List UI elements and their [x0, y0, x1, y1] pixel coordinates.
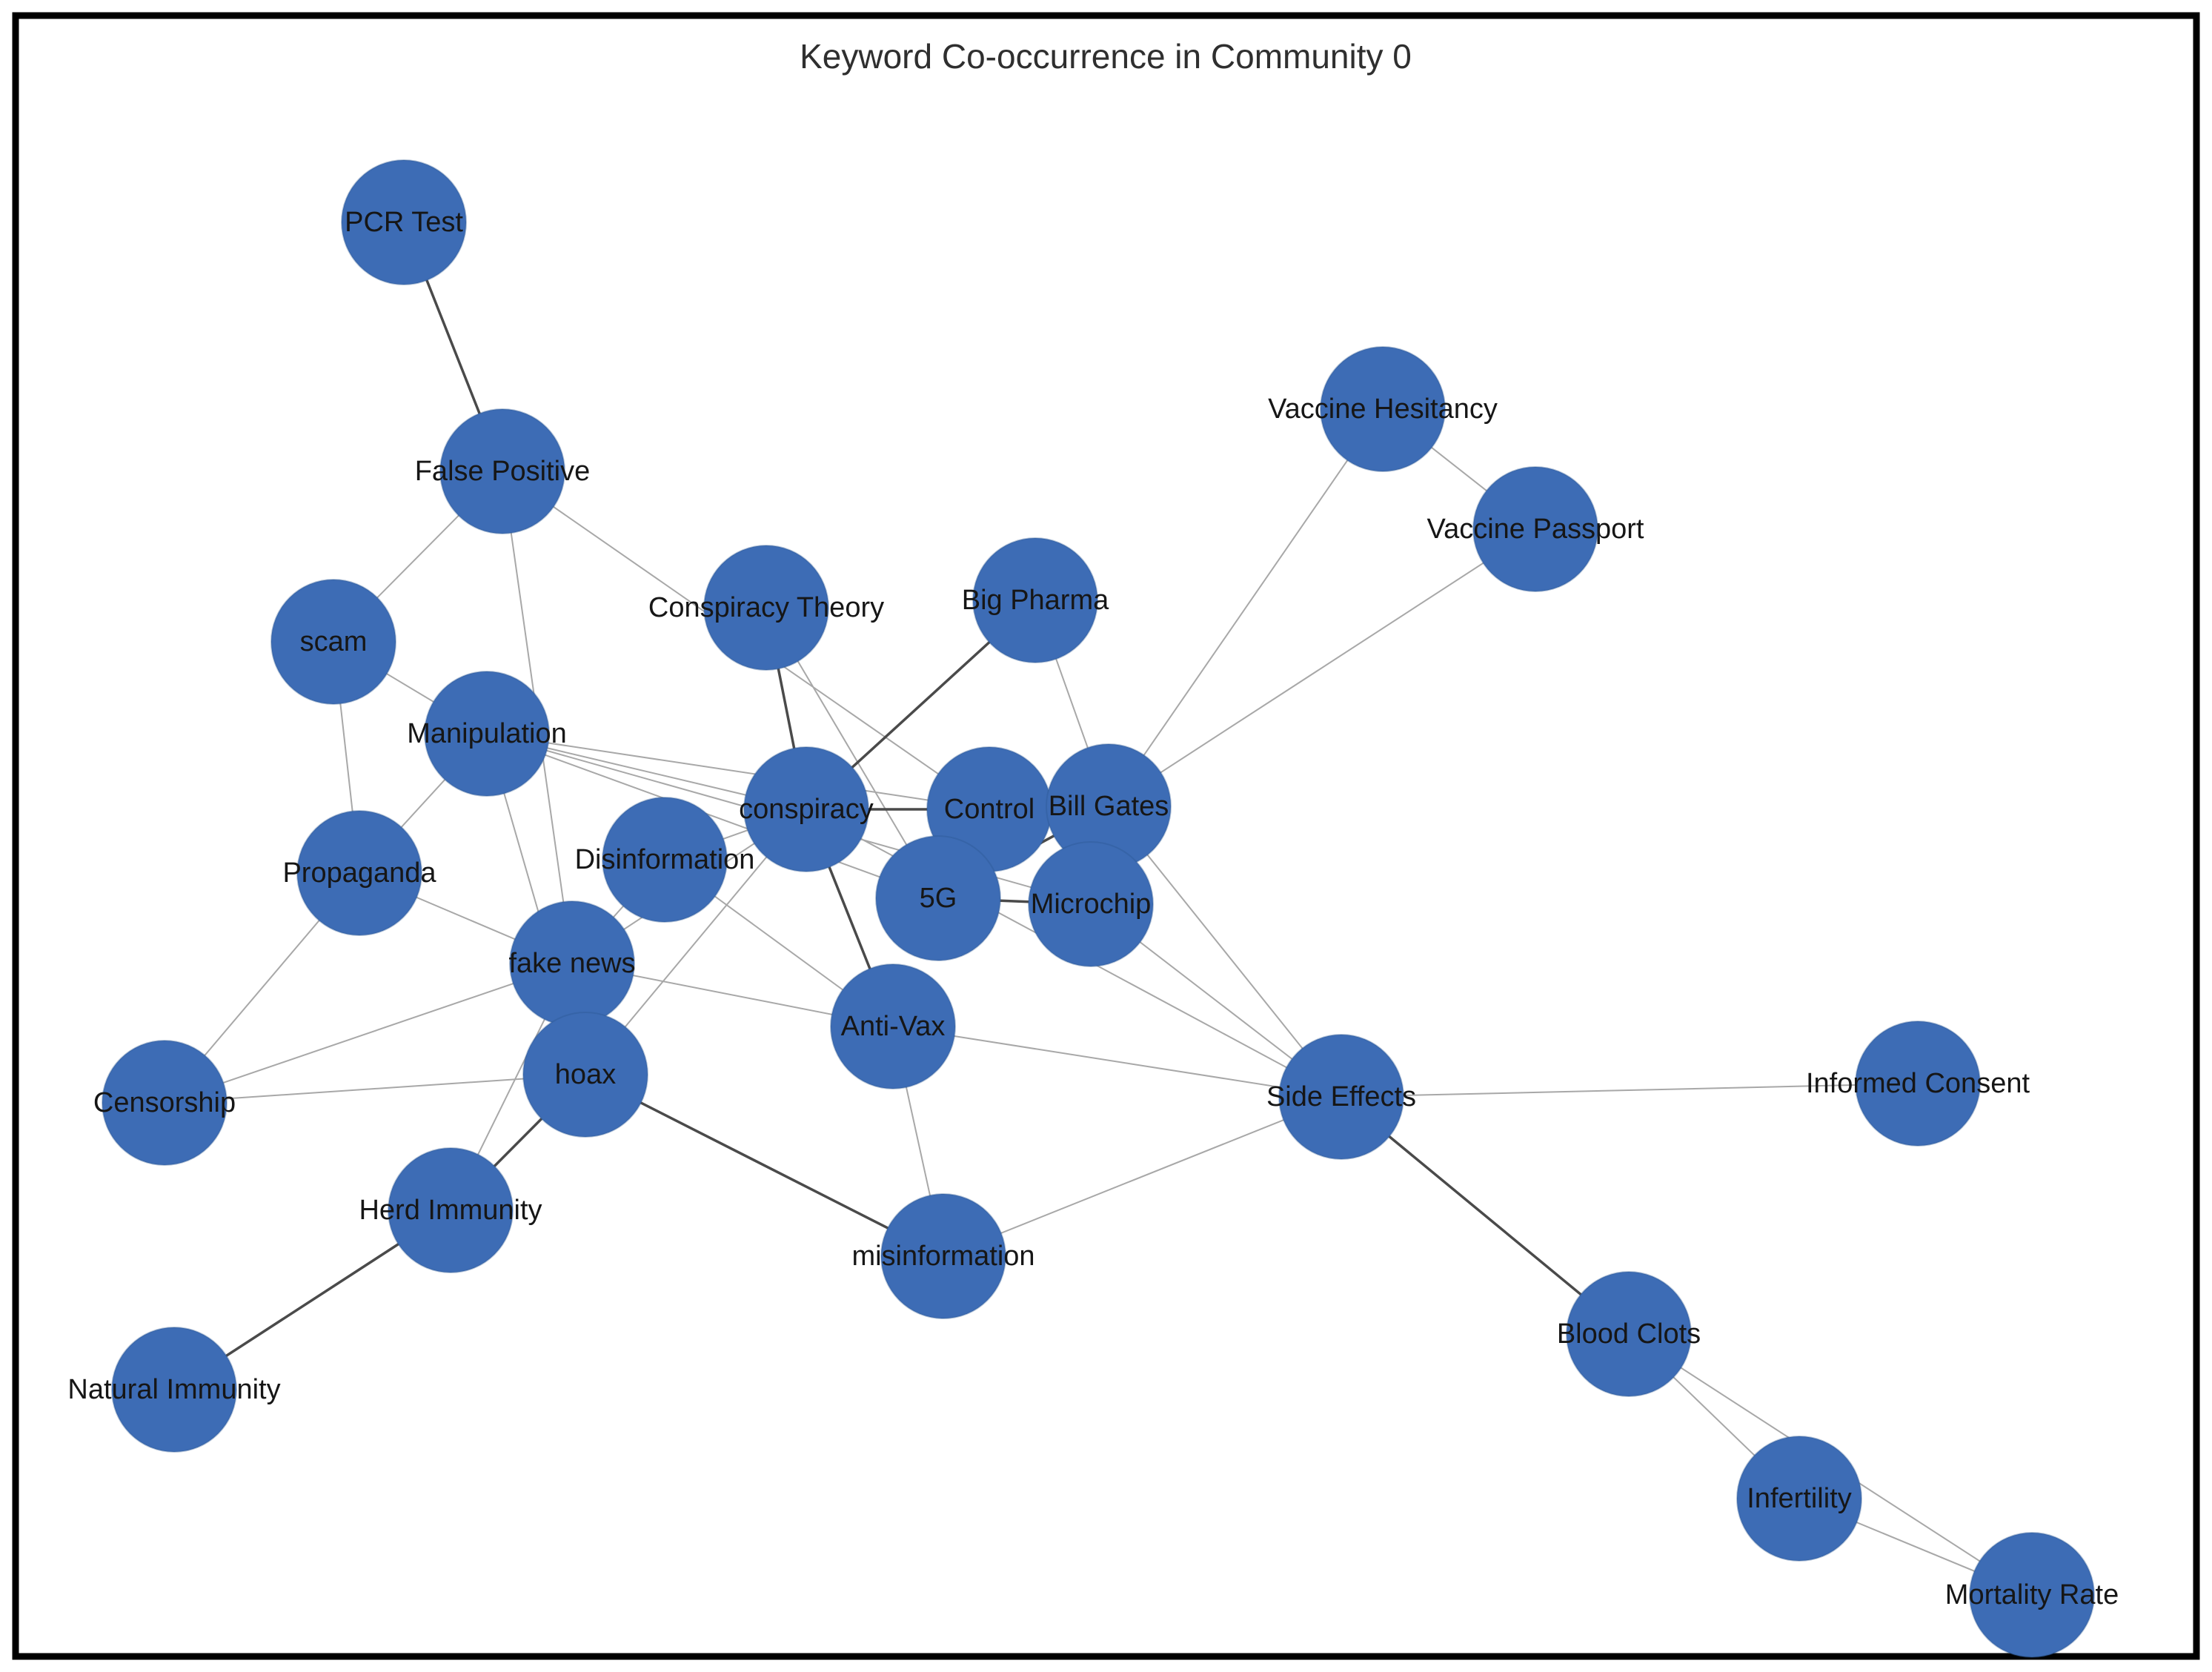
graph-node-label-vaccine-hesitancy: Vaccine Hesitancy [1268, 394, 1498, 425]
graph-node-label-conspiracy-theory: Conspiracy Theory [648, 592, 884, 623]
graph-node-label-disinformation: Disinformation [575, 844, 755, 875]
graph-node-label-pcr-test: PCR Test [345, 207, 463, 238]
graph-node-conspiracy-theory [703, 545, 829, 671]
graph-node-label-infertility: Infertility [1747, 1483, 1851, 1514]
graph-node-label-side-effects: Side Effects [1266, 1081, 1416, 1112]
graph-edge-manipulation--control [486, 733, 990, 810]
graph-node-label-censorship: Censorship [93, 1087, 236, 1118]
graph-edge-anti-vax--side-effects [892, 1026, 1342, 1098]
graph-node-label-mortality-rate: Mortality Rate [1945, 1579, 2119, 1610]
graph-node-vaccine-hesitancy [1320, 346, 1446, 472]
graph-node-side-effects [1278, 1034, 1404, 1160]
graph-node-label-hoax: hoax [555, 1059, 616, 1090]
graph-node-label-vaccine-passport: Vaccine Passport [1427, 514, 1644, 545]
graph-node-informed-consent [1855, 1021, 1981, 1147]
graph-edge-fake-news--censorship [164, 963, 573, 1104]
graph-node-label-natural-immunity: Natural Immunity [67, 1374, 280, 1405]
graph-node-label-misinformation: misinformation [851, 1241, 1034, 1272]
graph-node-label-propaganda: Propaganda [282, 857, 436, 889]
graph-edge-manipulation--5g [486, 733, 939, 899]
graph-node-label-blood-clots: Blood Clots [1557, 1318, 1701, 1350]
graph-node-label-manipulation: Manipulation [407, 718, 566, 749]
graph-node-label-fake-news: fake news [508, 948, 635, 979]
graph-node-vaccine-passport [1472, 466, 1598, 592]
graph-node-label-informed-consent: Informed Consent [1806, 1068, 2030, 1099]
graph-edge-hoax--censorship [164, 1074, 586, 1104]
graph-node-natural-immunity [111, 1327, 237, 1453]
graph-node-mortality-rate [1969, 1532, 2095, 1658]
graph-node-scam [270, 579, 396, 705]
graph-node-big-pharma [972, 537, 1098, 663]
graph-node-5g [875, 835, 1001, 961]
figure-border [12, 12, 2200, 1660]
graph-node-label-anti-vax: Anti-Vax [841, 1011, 946, 1042]
graph-node-label-scam: scam [300, 626, 368, 657]
graph-node-disinformation [602, 797, 728, 923]
node-layer [102, 159, 2095, 1658]
graph-edge-misinformation--side-effects [943, 1096, 1342, 1257]
graph-node-label-big-pharma: Big Pharma [962, 585, 1109, 616]
graph-node-anti-vax [830, 963, 956, 1089]
graph-node-misinformation [880, 1193, 1006, 1319]
graph-node-censorship [102, 1040, 227, 1166]
graph-edge-vaccine-passport--bill-gates [1108, 528, 1536, 807]
graph-node-infertility [1736, 1436, 1862, 1562]
graph-node-label-bill-gates: Bill Gates [1049, 791, 1169, 822]
graph-node-herd-immunity [388, 1147, 514, 1273]
graph-node-false-positive [439, 408, 565, 534]
graph-node-manipulation [424, 671, 550, 797]
graph-node-label-false-positive: False Positive [415, 456, 591, 487]
graph-node-hoax [522, 1012, 648, 1138]
graph-node-blood-clots [1566, 1271, 1692, 1397]
graph-node-conspiracy [743, 746, 869, 872]
graph-edge-vaccine-hesitancy--bill-gates [1108, 408, 1384, 807]
graph-edge-side-effects--informed-consent [1341, 1083, 1919, 1098]
graph-node-label-microchip: Microchip [1031, 889, 1152, 920]
graph-node-label-conspiracy: conspiracy [739, 794, 874, 825]
graph-node-label-herd-immunity: Herd Immunity [359, 1195, 542, 1226]
graph-edge-hoax--misinformation [585, 1073, 944, 1258]
graph-node-microchip [1028, 841, 1154, 967]
graph-node-label-5g: 5G [920, 883, 957, 914]
chart-title: Keyword Co-occurrence in Community 0 [800, 37, 1412, 76]
graph-node-pcr-test [341, 159, 467, 285]
graph-node-propaganda [296, 810, 422, 936]
graph-node-label-control: Control [944, 794, 1035, 825]
